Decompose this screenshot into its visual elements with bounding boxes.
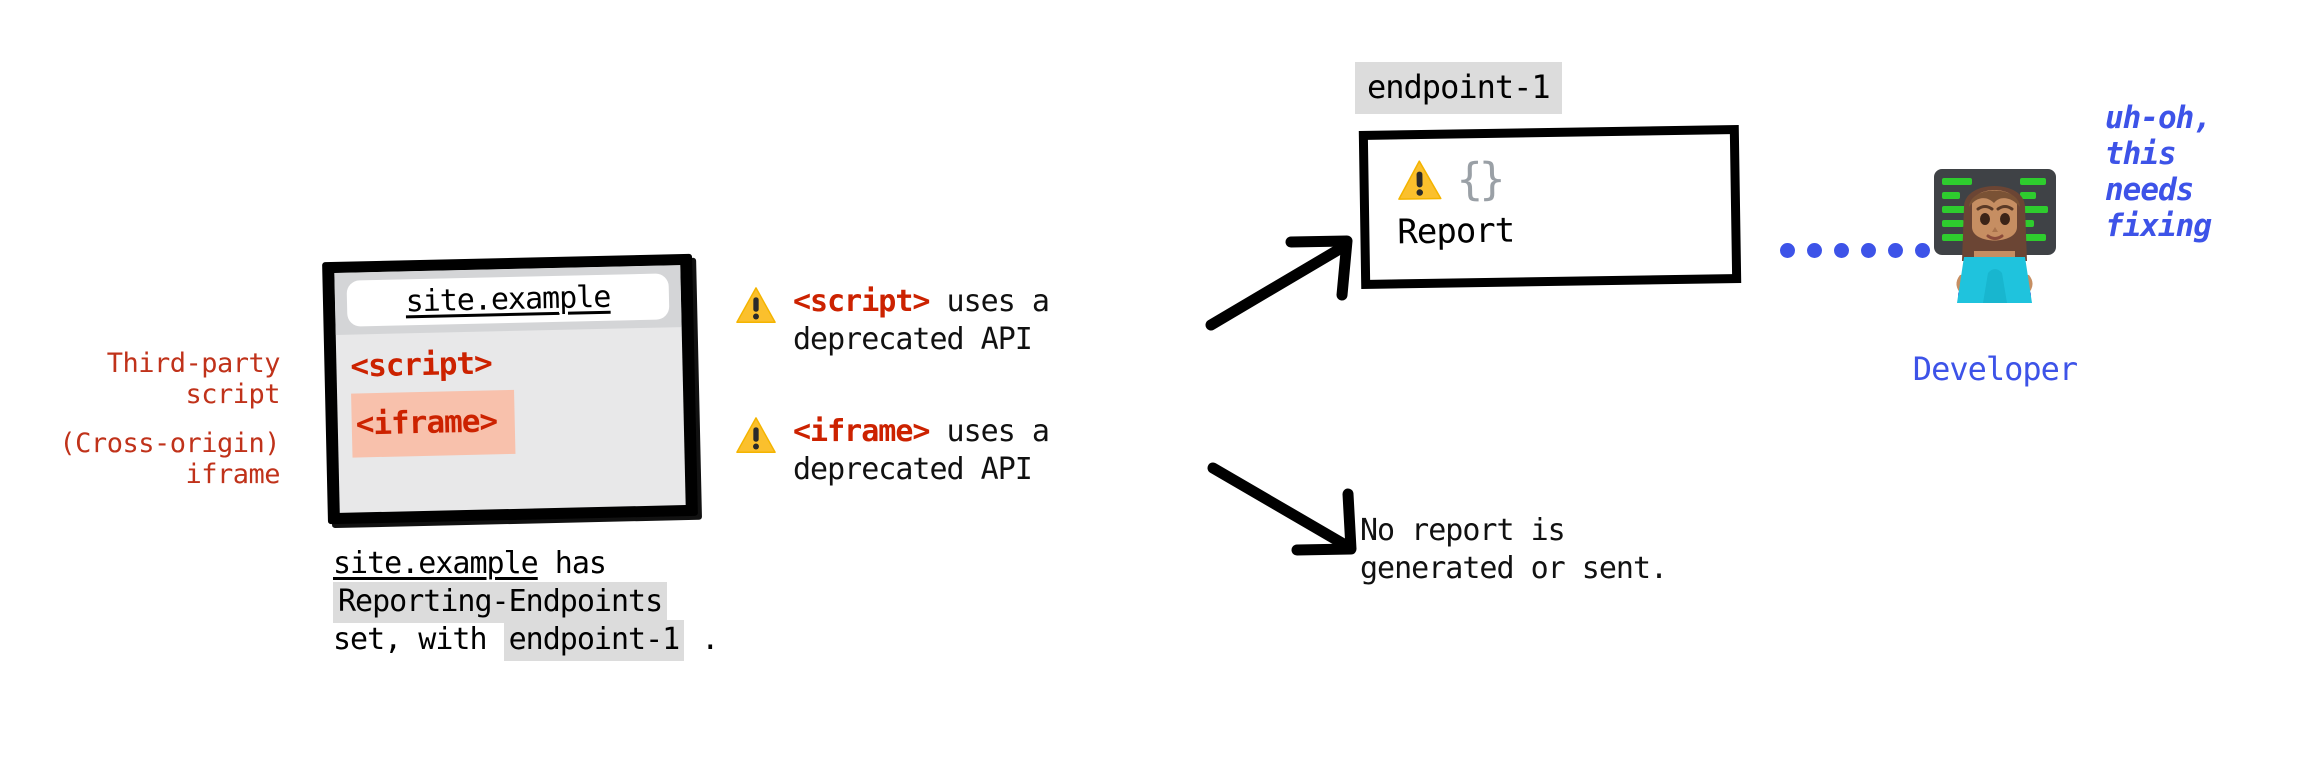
warning-text-script: <script> uses a deprecated API — [793, 283, 1050, 359]
arrow-to-no-report — [1207, 462, 1357, 556]
annotation-cross-origin-iframe: (Cross-origin) iframe — [59, 428, 280, 490]
caption-line-2: Reporting-Endpoints — [333, 582, 953, 623]
warning-row-iframe: <iframe> uses a deprecated API — [735, 413, 1155, 489]
caption-header-chip: Reporting-Endpoints — [333, 582, 668, 623]
browser-viewport: site.example <script> <iframe> — [334, 265, 686, 513]
json-braces-icon: {} — [1456, 153, 1502, 206]
address-bar-url: site.example — [405, 279, 611, 320]
developer-speech-text: uh-oh, this needs fixing — [2105, 100, 2212, 244]
developer-label: Developer — [1912, 350, 2078, 388]
caption-endpoint-chip: endpoint-1 — [503, 620, 685, 661]
warning-tag-script: <script> — [793, 284, 930, 319]
report-icon-row: {} — [1396, 154, 1514, 207]
warning-triangle-icon — [736, 287, 776, 323]
browser-chrome-bar: site.example — [334, 265, 682, 335]
connector-dot — [1915, 243, 1930, 258]
dotted-connector — [1780, 243, 1930, 258]
endpoint-chip: endpoint-1 — [1355, 62, 1562, 114]
caption-site-name: site.example — [333, 546, 539, 581]
caption-set-with: set, with — [333, 622, 504, 657]
browser-page-content: <script> <iframe> — [336, 327, 685, 458]
connector-dot — [1807, 243, 1822, 258]
annotation-third-party-script: Third-party script — [106, 348, 281, 410]
caption-line-3: set, with endpoint-1 . — [333, 620, 953, 661]
connector-dot — [1780, 243, 1795, 258]
caption-period: . — [684, 622, 719, 657]
connector-dot — [1834, 243, 1849, 258]
warning-row-script: <script> uses a deprecated API — [735, 283, 1155, 359]
woman-technologist-emoji — [1934, 169, 2056, 303]
warning-tag-iframe: <iframe> — [793, 414, 930, 449]
no-report-text: No report is generated or sent. — [1360, 513, 1668, 586]
report-box: {} Report — [1358, 125, 1742, 289]
warning-triangle-icon — [1398, 159, 1442, 200]
warning-triangle-icon — [736, 417, 776, 453]
report-label: Report — [1397, 210, 1515, 253]
caption-has: has — [537, 546, 607, 581]
browser-window-mock: site.example <script> <iframe> — [322, 253, 703, 529]
warning-rest-script: uses a deprecated API — [793, 284, 1050, 357]
address-bar[interactable]: site.example — [346, 273, 670, 327]
warning-text-iframe: <iframe> uses a deprecated API — [793, 413, 1050, 489]
code-tag-script: <script> — [350, 345, 493, 385]
browser-caption: site.example has Reporting-Endpoints set… — [333, 545, 953, 661]
code-tag-iframe: <iframe> — [351, 389, 516, 458]
warning-rest-iframe: uses a deprecated API — [793, 414, 1050, 487]
report-box-content: {} Report — [1396, 154, 1514, 253]
connector-dot — [1861, 243, 1876, 258]
browser-window-frame: site.example <script> <iframe> — [322, 253, 698, 525]
connector-dot — [1888, 243, 1903, 258]
arrow-to-report-box — [1205, 235, 1353, 331]
endpoint-chip-label: endpoint-1 — [1355, 62, 1562, 114]
caption-line-1: site.example has — [333, 545, 953, 583]
